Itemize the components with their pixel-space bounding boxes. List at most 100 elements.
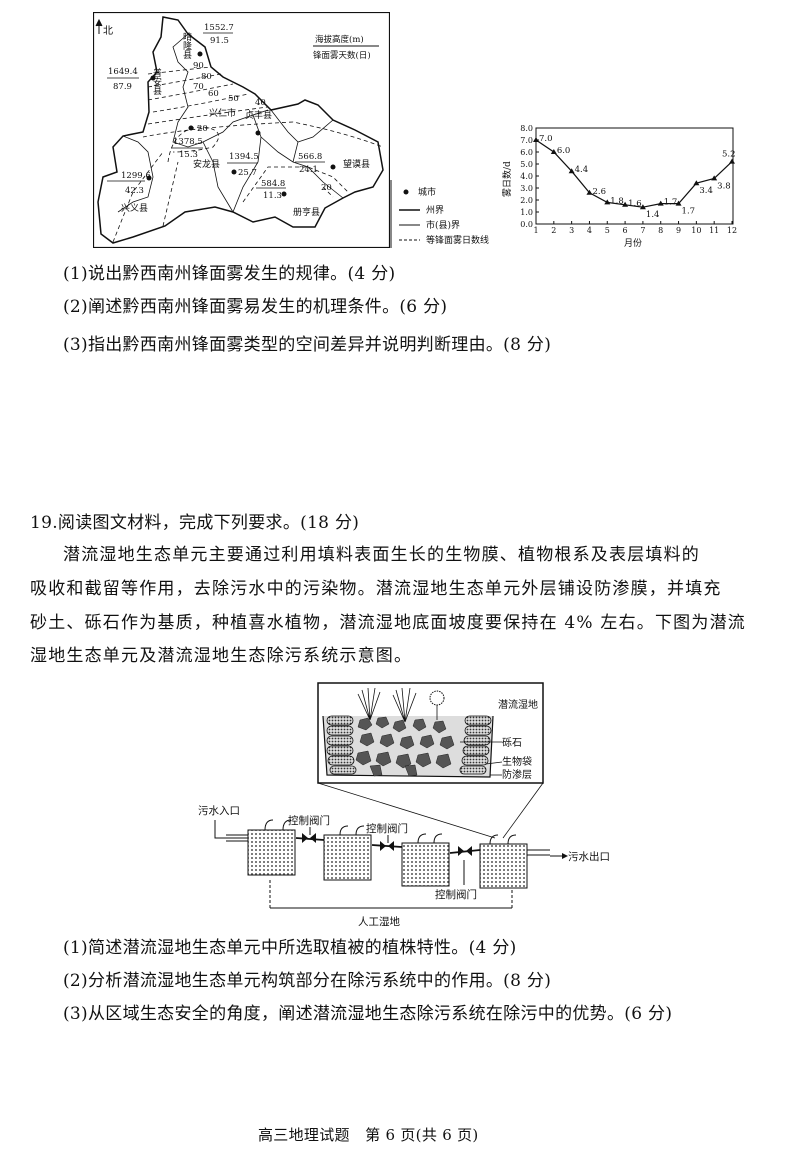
legend-city: 城市 [418, 186, 436, 198]
data-point [729, 158, 735, 164]
data-label: 3.4 [699, 186, 713, 196]
station-days: 42.3 [125, 186, 144, 196]
data-point [586, 189, 593, 195]
data-label: 2.6 [592, 187, 606, 197]
y-tick-label: 6.0 [520, 148, 533, 157]
q19-question-1: (1)简述潜流湿地生态单元中所选取植被的植株特性。(4 分) [63, 938, 517, 958]
data-point [711, 175, 718, 181]
label-biobag: 生物袋 [502, 755, 532, 768]
x-tick-label: 4 [587, 226, 592, 235]
county-ceheng: 册亨县 [293, 206, 320, 218]
station-alt: 566.8 [298, 152, 322, 162]
q19-header: 19.阅读图文材料，完成下列要求。(18 分) [30, 513, 360, 533]
q18-question-2: (2)阐述黔西南州锋面雾易发生的机理条件。(6 分) [63, 297, 448, 317]
isoline-label: 80 [201, 72, 212, 82]
inset-subsurface-wetland: 潜流湿地 砾石 生物袋 防渗层 [317, 682, 544, 784]
tanks [247, 829, 528, 889]
isoline-label: 70 [193, 82, 204, 92]
station-days: 25.7 [238, 168, 257, 178]
x-axis-label: 月份 [624, 237, 642, 249]
station-alt: 1378.5 [173, 137, 203, 147]
label-artificial-wetland: 人工湿地 [358, 915, 400, 928]
inset-title: 潜流湿地 [498, 698, 538, 711]
north-label: 北 [103, 25, 113, 37]
map-legend: 城市 州界 市(县)界 等锋面雾日数线 [390, 180, 489, 248]
x-tick-label: 2 [551, 226, 556, 235]
data-point [550, 149, 557, 154]
q19-paragraph-line: 潜流湿地生态单元主要通过利用填料表面生长的生物膜、植物根系及表层填料的 [63, 545, 700, 565]
isoline-label: 50 [228, 94, 239, 104]
label-liner: 防渗层 [502, 768, 532, 781]
station-days: 24.1 [299, 165, 318, 175]
y-tick-label: 0.0 [520, 220, 533, 229]
data-label: 1.6 [628, 199, 642, 209]
label-outlet: 污水出口 [568, 850, 610, 863]
x-tick-label: 10 [691, 226, 701, 235]
station-days: 15.3 [179, 150, 198, 160]
data-point [675, 200, 682, 206]
station-alt: 1552.7 [204, 23, 234, 33]
y-tick-label: 1.0 [520, 208, 533, 217]
y-axis-label: 雾日数/d [501, 161, 513, 197]
page-footer: 高三地理试题 第 6 页(共 6 页) [258, 1126, 479, 1144]
data-label: 6.0 [557, 146, 571, 156]
isoline-label: 20 [321, 183, 332, 193]
x-tick-label: 1 [533, 226, 538, 235]
x-tick-label: 5 [605, 226, 610, 235]
x-tick-label: 6 [623, 226, 628, 235]
isoline-label: 60 [208, 89, 219, 99]
series-line [535, 139, 733, 208]
q19-question-3: (3)从区域生态安全的角度，阐述潜流湿地生态除污系统在除污中的优势。(6 分) [63, 1004, 673, 1024]
y-tick-label: 3.0 [520, 184, 533, 193]
data-label: 7.0 [539, 134, 553, 144]
data-label: 5.2 [722, 150, 736, 160]
q19-paragraph-line: 湿地生态单元及潜流湿地生态除污系统示意图。 [30, 646, 413, 666]
label-valve-3: 控制阀门 [435, 888, 477, 901]
q18-question-1: (1)说出黔西南州锋面雾发生的规律。(4 分) [63, 264, 396, 284]
wetland-diagram: 潜流湿地 砾石 生物袋 防渗层 [198, 682, 610, 928]
fog-map: 北 海拔高度(m) 锋面雾天数(日) 晴隆县 普安县 兴仁市 贞丰县 安龙县 望… [93, 12, 390, 248]
q19-paragraph-line: 砂土、砾石作为基质，种植喜水植物，潜流湿地底面坡度要保持在 4% 左右。下图为潜… [30, 613, 746, 633]
label-valve-1: 控制阀门 [288, 814, 330, 827]
label-gravel: 砾石 [502, 736, 522, 749]
y-tick-label: 5.0 [520, 160, 533, 169]
data-label: 1.4 [646, 210, 660, 220]
isoline-label: 90 [193, 61, 204, 71]
q18-question-3: (3)指出黔西南州锋面雾类型的空间差异并说明判断理由。(8 分) [63, 335, 552, 355]
y-tick-label: 2.0 [520, 196, 533, 205]
y-tick-label: 4.0 [520, 172, 533, 181]
legend-prefecture-boundary: 州界 [426, 205, 444, 216]
legend-title-bottom: 锋面雾天数(日) [313, 50, 371, 61]
isoline-label: 40 [255, 98, 266, 108]
data-point [568, 168, 575, 174]
station-alt: 1394.5 [229, 152, 259, 162]
county-xingren: 兴仁市 [209, 107, 236, 119]
county-puan: 普安县 [151, 67, 162, 96]
station-days: 87.9 [113, 82, 132, 92]
data-point [604, 199, 611, 205]
data-label: 3.8 [717, 181, 731, 191]
legend-title-top: 海拔高度(m) [315, 34, 364, 45]
x-tick-label: 9 [676, 226, 681, 235]
legend-county-boundary: 市(县)界 [426, 219, 460, 231]
data-point [622, 201, 629, 207]
county-anlong: 安龙县 [193, 158, 220, 170]
y-tick-label: 8.0 [520, 124, 533, 133]
data-label: 4.4 [575, 165, 589, 175]
station-alt: 584.8 [261, 179, 285, 189]
legend-fog-isoline: 等锋面雾日数线 [426, 234, 489, 246]
data-label: 1.8 [610, 196, 624, 206]
label-valve-2: 控制阀门 [366, 822, 408, 835]
isoline-label: 20 [197, 124, 208, 134]
label-inlet: 污水入口 [198, 805, 240, 817]
county-zhenfeng: 贞丰县 [245, 109, 272, 121]
station-days: 91.5 [210, 36, 229, 46]
data-point [657, 200, 664, 206]
north-arrow-icon [95, 18, 103, 34]
station-days: 11.3 [263, 191, 282, 201]
q19-question-2: (2)分析潜流湿地生态单元构筑部分在除污系统中的作用。(8 分) [63, 971, 552, 991]
data-label: 1.7 [682, 207, 696, 217]
station-alt: 1649.4 [108, 67, 138, 77]
